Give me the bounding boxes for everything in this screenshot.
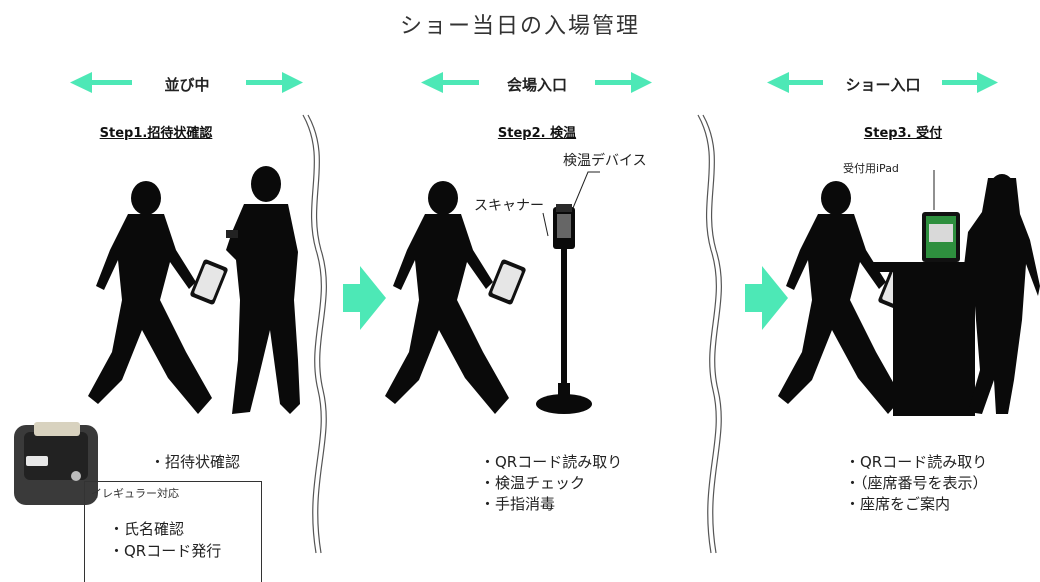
step1-heading: Step1.招待状確認 — [99, 126, 213, 141]
irregular-items: ・氏名確認 ・QRコード発行 — [85, 504, 261, 562]
zone-label-show-entrance: ショー入口 — [845, 76, 921, 94]
tablet-2-icon — [488, 259, 526, 305]
walking-man-2-icon — [385, 181, 509, 414]
flow-arrow-2-icon — [745, 266, 788, 330]
step2-bullet: ・手指消毒 — [480, 495, 556, 513]
step1-bullets: ・招待状確認 — [150, 452, 240, 473]
callout-lines — [542, 171, 600, 237]
step2-heading: Step2. 検温 — [497, 126, 577, 141]
step2-bullet: ・検温チェック — [480, 474, 586, 492]
callout-scanner: スキャナー — [474, 198, 544, 214]
reception-counter-icon — [872, 262, 992, 416]
zone3-right-arrow-icon — [942, 72, 998, 93]
zone2-silhouettes — [385, 181, 592, 414]
zone1-right-arrow-icon — [246, 72, 303, 93]
temperature-kiosk-icon — [536, 204, 592, 414]
step1-bullet: ・招待状確認 — [150, 453, 241, 471]
callout-temp-device: 検温デバイス — [563, 153, 647, 169]
step2-bullets: ・QRコード読み取り ・検温チェック ・手指消毒 — [480, 452, 622, 515]
zone2-right-arrow-icon — [595, 72, 652, 93]
receipt-printer-icon — [14, 422, 98, 505]
walking-man-3-icon — [778, 181, 902, 414]
page-title: ショー当日の入場管理 — [399, 14, 640, 39]
callout-ipad: 受付用iPad — [843, 162, 899, 175]
irregular-handling-box: イレギュラー対応 ・氏名確認 ・QRコード発行 — [84, 481, 262, 582]
tablet-1-icon — [190, 259, 228, 305]
step3-heading: Step3. 受付 — [863, 126, 943, 141]
step3-bullet: ・座席をご案内 — [845, 495, 951, 513]
irregular-item: ・氏名確認 — [109, 520, 185, 538]
reception-ipad-icon — [922, 212, 960, 262]
zone-label-venue-entrance: 会場入口 — [506, 76, 567, 94]
zone1-silhouettes — [88, 166, 300, 414]
wave-separators — [302, 114, 722, 554]
zone2-left-arrow-icon — [421, 72, 479, 93]
zone-label-queue: 並び中 — [164, 76, 210, 94]
zone3-left-arrow-icon — [767, 72, 823, 93]
walking-man-1-icon — [88, 181, 212, 414]
receptionist-woman-icon — [964, 174, 1040, 414]
step2-bullet: ・QRコード読み取り — [480, 453, 623, 471]
irregular-title: イレギュラー対応 — [91, 487, 179, 500]
irregular-item: ・QRコード発行 — [109, 542, 222, 560]
step3-bullet: ・QRコード読み取り — [845, 453, 988, 471]
zone1-left-arrow-icon — [70, 72, 132, 93]
step3-bullets: ・QRコード読み取り ・（座席番号を表示） ・座席をご案内 — [845, 452, 988, 515]
flow-arrow-1-icon — [343, 266, 386, 330]
zone-arrows — [70, 72, 998, 93]
step3-bullet: ・（座席番号を表示） — [845, 474, 988, 492]
zone3-silhouettes — [778, 174, 1040, 416]
staff-man-icon — [226, 166, 300, 414]
